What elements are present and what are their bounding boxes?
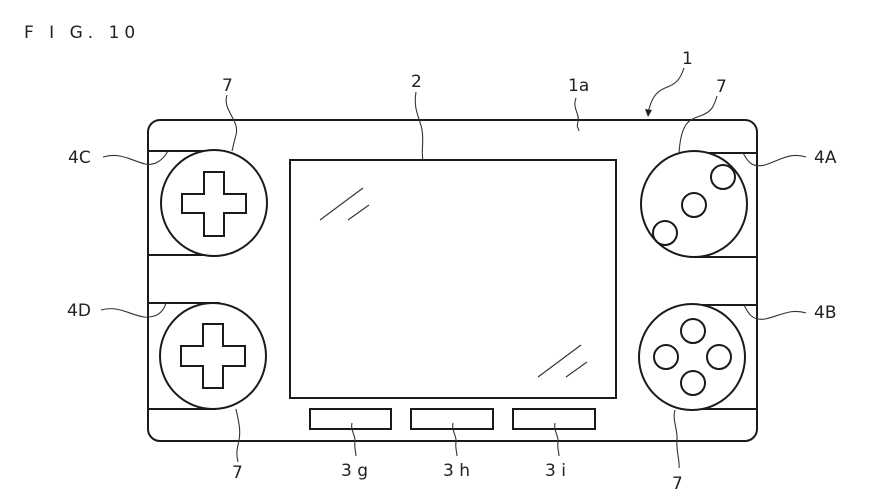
- bottom-buttons: [309, 408, 596, 430]
- label-7-bottom-right: 7: [672, 474, 683, 494]
- face-button: [652, 220, 678, 246]
- button-3g[interactable]: [309, 408, 392, 430]
- bottom-right-button-controller[interactable]: [638, 303, 746, 411]
- label-4A: 4A: [814, 148, 837, 168]
- face-button-top: [680, 318, 706, 344]
- button-3h[interactable]: [410, 408, 494, 430]
- face-button: [710, 164, 736, 190]
- label-2-screen: 2: [411, 72, 422, 92]
- label-3g: 3 g: [341, 461, 368, 481]
- screen: [289, 159, 617, 399]
- label-1a-housing: 1a: [568, 76, 589, 96]
- face-button: [681, 192, 707, 218]
- bottom-left-dpad-controller[interactable]: [159, 302, 267, 410]
- figure-title: F I G. 10: [24, 23, 140, 43]
- label-7-top-right: 7: [716, 77, 727, 97]
- face-button-right: [706, 344, 732, 370]
- top-left-dpad-controller[interactable]: [160, 149, 268, 257]
- label-4B: 4B: [814, 303, 836, 323]
- face-button-left: [653, 344, 679, 370]
- leader-lines: [100, 67, 807, 469]
- face-button-bottom: [680, 370, 706, 396]
- label-7-bottom-left: 7: [232, 463, 243, 483]
- dpad-icon: [181, 171, 247, 237]
- label-7-top-left: 7: [222, 76, 233, 96]
- top-right-button-controller[interactable]: [640, 150, 748, 258]
- label-4D: 4D: [67, 301, 91, 321]
- label-1-device: 1: [682, 49, 693, 69]
- dpad-icon: [180, 323, 246, 389]
- label-4C: 4C: [68, 148, 91, 168]
- label-3i: 3 i: [545, 461, 566, 481]
- button-3i[interactable]: [512, 408, 596, 430]
- label-3h: 3 h: [443, 461, 470, 481]
